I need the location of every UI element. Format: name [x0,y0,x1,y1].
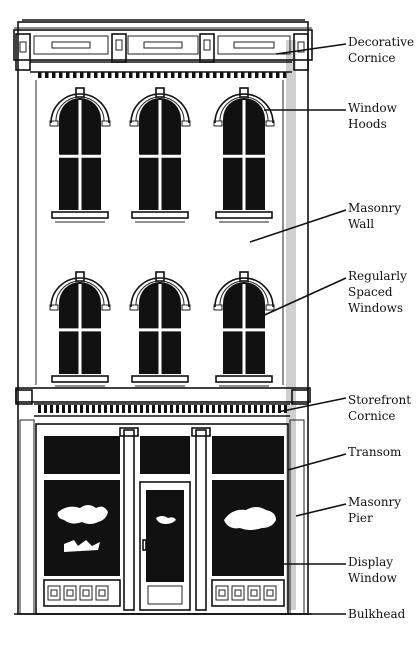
lower-window-3 [213,271,275,387]
lower-window-2 [129,271,191,387]
upper-window-2 [129,87,191,223]
label-window-hoods: Window Hoods [348,101,397,131]
entry-door [139,481,191,611]
leader-masonry-wall [249,209,347,243]
leader-masonry-pier [295,503,347,517]
leader-regularly-spaced-windows [257,277,347,319]
label-storefront-cornice: Storefront Cornice [348,393,412,423]
transom-right [212,436,284,474]
bulkhead-left [43,579,121,607]
upper-window-1 [49,87,111,223]
facade-side-shadow [286,40,296,610]
upper-window-row-1 [49,87,275,223]
storefront-cornice [15,387,311,417]
upper-window-row-2 [49,271,275,387]
leader-decorative-cornice [275,43,347,55]
label-regularly-spaced-windows: Regularly Spaced Windows [348,269,407,315]
lower-window-1 [49,271,111,387]
leader-lines [249,43,347,615]
label-masonry-pier: Masonry Pier [348,495,402,525]
transom-left [44,436,120,474]
bulkhead-panel [79,585,93,601]
masonry-pier-left [19,419,35,615]
label-display-window: Display Window [348,555,397,585]
label-masonry-wall: Masonry Wall [348,201,402,231]
storefront [14,419,312,615]
bulkhead-panel [95,585,109,601]
label-bulkhead: Bulkhead [348,607,406,621]
decorative-cornice [13,29,313,78]
transom-center [140,436,190,474]
bulkhead-right [211,579,285,607]
bulkhead-panel [247,585,261,601]
bulkhead-panel [63,585,77,601]
bulkhead-panel [263,585,277,601]
facade-outline [14,19,312,615]
upper-window-3 [213,87,275,223]
bulkhead-panel [47,585,61,601]
leader-storefront-cornice [277,397,347,413]
label-transom: Transom [348,445,402,459]
bulkhead-panel [215,585,229,601]
bulkhead-panel [231,585,245,601]
display-window-left [44,480,120,576]
leader-transom [287,453,347,471]
label-decorative-cornice: Decorative Cornice [348,35,415,65]
